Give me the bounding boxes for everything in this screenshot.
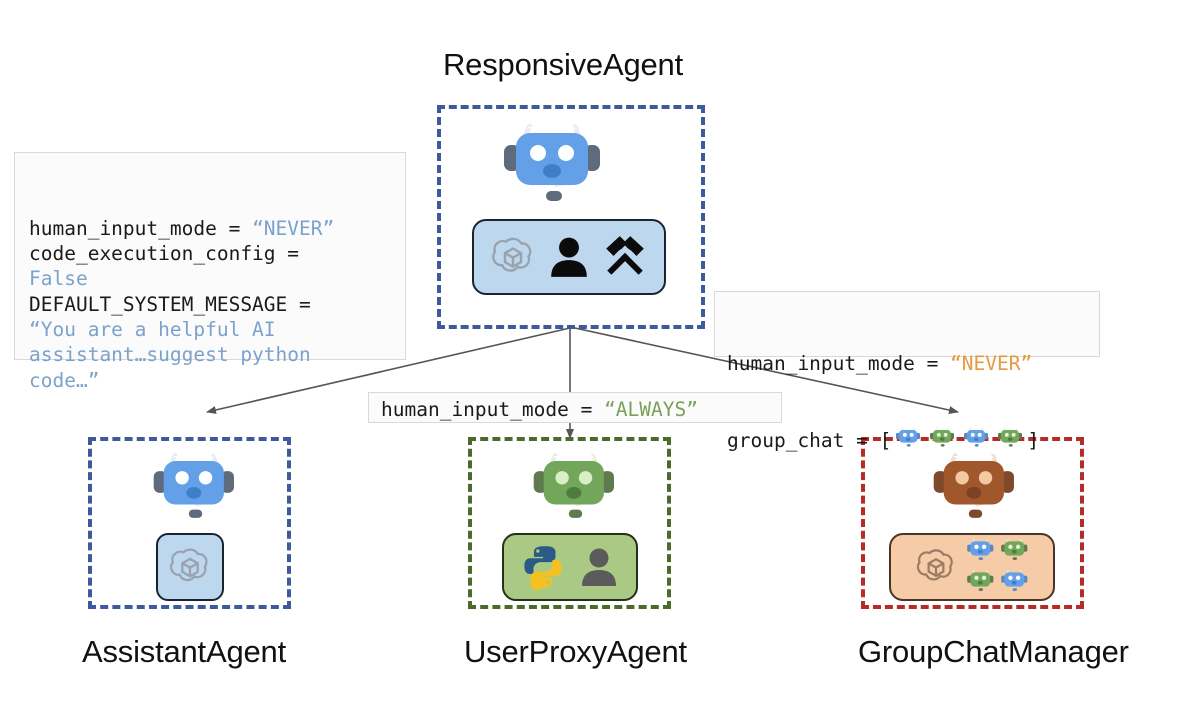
robot-green-icon bbox=[967, 569, 994, 591]
node-box-responsive-agent[interactable] bbox=[437, 105, 705, 329]
person-icon bbox=[582, 548, 616, 586]
callout-assistant-text: human_input_mode = “NEVER”code_execution… bbox=[29, 216, 391, 393]
callout-group-chat-line1: human_input_mode = “NEVER” bbox=[727, 351, 1033, 375]
callout-user-proxy-config: human_input_mode = “ALWAYS” bbox=[368, 392, 782, 423]
openai-icon bbox=[492, 237, 532, 272]
callout-group-chat-config: human_input_mode = “NEVER” group_chat = … bbox=[714, 291, 1100, 452]
code-line: code…” bbox=[29, 368, 100, 392]
code-line: human_input_mode = “NEVER” bbox=[29, 216, 335, 240]
robot-blue-icon bbox=[967, 538, 994, 560]
robot-blue-icon bbox=[1001, 569, 1028, 591]
node-box-group-chat-manager[interactable] bbox=[861, 437, 1084, 609]
callout-group-chat-line2: group_chat = [] bbox=[727, 427, 1087, 453]
robot-head-icon bbox=[927, 451, 1019, 531]
openai-icon bbox=[169, 548, 208, 582]
node-box-user-proxy-agent[interactable] bbox=[468, 437, 671, 609]
callout-assistant-config: human_input_mode = “NEVER”code_execution… bbox=[14, 152, 406, 392]
code-line: assistant…suggest python bbox=[29, 343, 311, 367]
node-box-assistant-agent[interactable] bbox=[88, 437, 291, 609]
node-title-user-proxy-agent: UserProxyAgent bbox=[464, 634, 687, 669]
group-chat-prefix: group_chat = [ bbox=[727, 428, 892, 452]
robot-head-icon bbox=[496, 121, 606, 213]
code-line: “You are a helpful AI bbox=[29, 318, 276, 342]
callout-user-proxy-text: human_input_mode = “ALWAYS” bbox=[381, 397, 769, 422]
openai-icon bbox=[916, 549, 953, 581]
robot-blue-icon bbox=[893, 427, 923, 451]
hammers-icon bbox=[606, 236, 644, 275]
code-line: False bbox=[29, 267, 88, 291]
panel-group-chat-members[interactable] bbox=[889, 533, 1055, 601]
panel-responsive-capabilities[interactable] bbox=[472, 219, 666, 295]
panel-user-proxy-capabilities[interactable] bbox=[502, 533, 638, 601]
node-title-group-chat-manager: GroupChatManager bbox=[858, 634, 1129, 669]
robot-green-icon bbox=[1001, 538, 1028, 560]
person-icon bbox=[551, 237, 587, 277]
code-line: DEFAULT_SYSTEM_MESSAGE = bbox=[29, 292, 311, 316]
robot-green-icon bbox=[995, 427, 1025, 451]
code-line: human_input_mode = “ALWAYS” bbox=[381, 398, 698, 421]
node-title-responsive-agent: ResponsiveAgent bbox=[443, 47, 683, 82]
code-line: code_execution_config = bbox=[29, 242, 300, 266]
group-chat-member-grid bbox=[965, 538, 1029, 596]
robot-head-icon bbox=[147, 451, 239, 531]
group-chat-agent-list bbox=[891, 427, 1027, 452]
python-icon bbox=[524, 546, 562, 590]
panel-assistant-capabilities[interactable] bbox=[156, 533, 224, 601]
node-title-assistant-agent: AssistantAgent bbox=[82, 634, 286, 669]
robot-head-icon bbox=[527, 451, 619, 531]
robot-blue-icon bbox=[961, 427, 991, 451]
robot-green-icon bbox=[927, 427, 957, 451]
group-chat-suffix: ] bbox=[1027, 428, 1040, 452]
